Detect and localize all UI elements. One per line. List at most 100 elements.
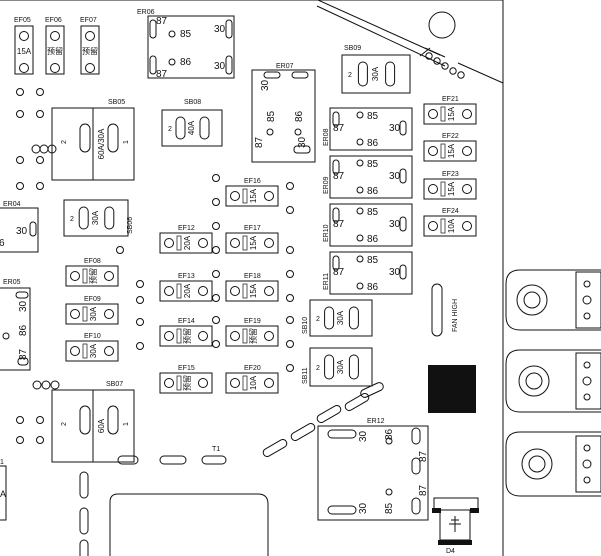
fuse-ef13-label: EF13 <box>178 273 195 280</box>
sb-pin-1: 1 <box>123 422 130 426</box>
hole <box>212 222 220 230</box>
relay-er07[interactable]: ER07 30 85 86 87 30 <box>251 63 316 163</box>
diode-d4-label: D4 <box>446 548 455 555</box>
hole <box>50 380 60 390</box>
hole <box>16 156 24 164</box>
sb-pin-2: 2 <box>70 216 74 223</box>
er11-pin-87: 87 <box>333 267 345 278</box>
slot <box>201 455 227 465</box>
er11-pin-30: 30 <box>389 267 401 278</box>
relay-er05[interactable]: ER05 30 86 87 <box>0 279 31 371</box>
sb-pin-2: 2 <box>61 422 68 426</box>
er11-pin-85: 85 <box>367 255 379 266</box>
er06-pin-87b: 87 <box>156 69 168 80</box>
fuse-ef07[interactable]: EF07 预留 <box>80 17 100 75</box>
fuse-ef08[interactable]: EF08 预留 <box>65 258 119 287</box>
fuse-ef05-label: EF05 <box>14 17 31 24</box>
fuse-ef14-rating: 预留 <box>182 328 192 344</box>
hole <box>212 198 220 206</box>
er12-pin-87b: 87 <box>418 484 429 496</box>
hole <box>212 294 220 302</box>
er07-pin-30b: 30 <box>297 136 308 148</box>
fuse-ef19[interactable]: EF19 预留 <box>225 318 279 347</box>
er08-pin-30: 30 <box>389 123 401 134</box>
er04-edge-6: 6 <box>0 238 5 249</box>
sb-sb09-label: SB09 <box>344 45 361 52</box>
relay-er08-label: ER08 <box>323 128 330 146</box>
er12-pin-30a: 30 <box>358 430 369 442</box>
er12-pin-30b: 30 <box>358 502 369 514</box>
hole <box>212 246 220 254</box>
hole <box>286 294 294 302</box>
fuse-ef13[interactable]: EF13 20A <box>159 273 213 302</box>
er07-pin-86: 86 <box>294 110 305 122</box>
hole <box>212 316 220 324</box>
er12-pin-86: 86 <box>384 428 395 440</box>
er09-pin-30: 30 <box>389 171 401 182</box>
slot <box>159 455 187 465</box>
relay-er04[interactable]: ER04 30 6 <box>0 201 39 253</box>
sb-pin-1: 1 <box>123 140 130 144</box>
slot <box>360 382 384 398</box>
er10-pin-87: 87 <box>333 219 345 230</box>
fuse-ef07-rating: 预留 <box>82 46 98 56</box>
mounting-holes <box>16 88 294 444</box>
fuse-ef12[interactable]: EF12 20A <box>159 225 213 254</box>
sb-sb05-rating: 60A/30A <box>97 128 106 159</box>
fuse-ef08-rating: 预留 <box>88 268 98 284</box>
hole <box>136 280 144 288</box>
hole <box>16 416 24 424</box>
er06-pin-30a: 30 <box>214 24 226 35</box>
fuse-ef08-label: EF08 <box>84 258 101 265</box>
relay-er09[interactable]: ER09 87 85 30 86 <box>323 155 413 199</box>
fuse-ef13-rating: 20A <box>183 283 192 298</box>
fuse-ef21-label: EF21 <box>442 96 459 103</box>
relay-er12[interactable]: ER12 30 86 87 30 85 87 <box>317 418 429 521</box>
slot <box>79 507 89 535</box>
fuse-ef12-rating: 20A <box>183 235 192 250</box>
fuse-ef07-label: EF07 <box>80 17 97 24</box>
hole <box>116 246 124 254</box>
diode-d4[interactable]: D4 <box>432 497 479 555</box>
relay-er06[interactable]: ER06 87 85 86 87 30 30 <box>137 9 235 80</box>
relay-er10[interactable]: ER10 87 85 30 86 <box>323 203 413 247</box>
relay-er11[interactable]: ER11 87 85 30 86 <box>323 251 413 295</box>
relay-er05-label: ER05 <box>3 279 21 286</box>
fuse-ef19-rating: 预留 <box>248 328 258 344</box>
fuse-ef17-label: EF17 <box>244 225 261 232</box>
partial-component: 1 A <box>0 459 7 521</box>
hole <box>32 380 42 390</box>
fuse-ef15-label: EF15 <box>178 365 195 372</box>
relay-er04-label: ER04 <box>3 201 21 208</box>
fuse-ef12-label: EF12 <box>178 225 195 232</box>
fuse-ef19-label: EF19 <box>244 318 261 325</box>
fuse-ef24-rating: 10A <box>447 218 456 233</box>
fuse-ef06-rating: 预留 <box>47 46 63 56</box>
fuse-ef22-rating: 15A <box>447 143 456 158</box>
relay-er08[interactable]: ER08 87 85 30 86 <box>323 107 413 151</box>
fan-high-slot[interactable]: FAN HIGH <box>431 283 459 337</box>
hole <box>36 182 44 190</box>
hole <box>16 110 24 118</box>
